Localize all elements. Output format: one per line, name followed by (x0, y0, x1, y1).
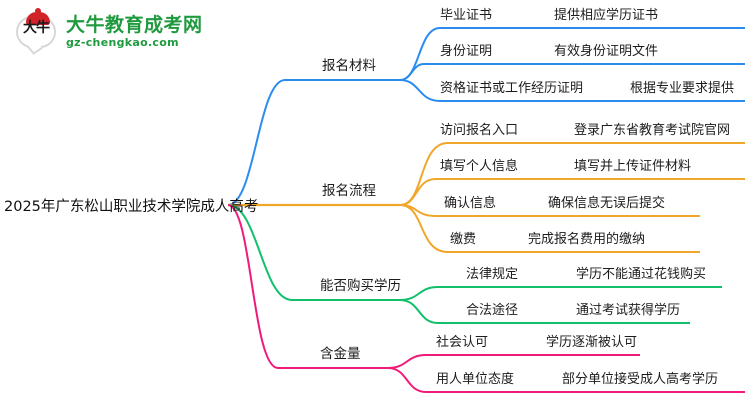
logo-subtitle: gz-chengkao.com (66, 36, 179, 49)
branch-label-1[interactable]: 报名流程 (322, 183, 376, 199)
sub-label-0-2[interactable]: 资格证书或工作经历证明 (440, 81, 584, 96)
branch-label-3[interactable]: 含金量 (320, 346, 361, 362)
logo-title: 大牛教育成考网 (66, 14, 203, 36)
leaf-label-0-2[interactable]: 根据专业要求提供 (630, 81, 735, 96)
sub-label-3-1[interactable]: 用人单位态度 (436, 372, 515, 387)
branch-label-0[interactable]: 报名材料 (322, 58, 376, 74)
leaf-label-3-1[interactable]: 部分单位接受成人高考学历 (562, 372, 719, 387)
sub-label-1-0[interactable]: 访问报名入口 (440, 123, 519, 138)
sub-label-0-1[interactable]: 身份证明 (440, 44, 493, 59)
wire-blue-child-2b (399, 63, 745, 81)
sub-label-2-0[interactable]: 法律规定 (466, 267, 519, 282)
leaf-label-0-0[interactable]: 提供相应学历证书 (554, 8, 659, 23)
leaf-label-2-0[interactable]: 学历不能通过花钱购买 (576, 267, 707, 282)
sub-label-1-2[interactable]: 确认信息 (444, 196, 497, 211)
sub-label-1-1[interactable]: 填写个人信息 (440, 159, 519, 174)
leaf-label-1-1[interactable]: 填写并上传证件材料 (574, 159, 692, 174)
leaf-label-0-1[interactable]: 有效身份证明文件 (554, 44, 659, 59)
logo-bull-icon: 大牛 (14, 8, 60, 54)
leaf-label-3-0[interactable]: 学历逐渐被认可 (546, 335, 638, 350)
wire-pink-child-1 (387, 354, 640, 369)
leaf-label-1-3[interactable]: 完成报名费用的缴纳 (528, 232, 646, 247)
branch-label-2[interactable]: 能否购买学历 (320, 278, 401, 294)
leaf-label-2-1[interactable]: 通过考试获得学历 (576, 303, 681, 318)
logo-text-block: 大牛教育成考网 gz-chengkao.com (66, 14, 203, 50)
sub-label-2-1[interactable]: 合法途径 (466, 303, 519, 318)
leaf-label-1-0[interactable]: 登录广东省教育考试院官网 (574, 123, 731, 138)
sub-label-3-0[interactable]: 社会认可 (436, 335, 489, 350)
wire-green-child-1 (399, 286, 722, 301)
leaf-label-1-2[interactable]: 确保信息无误后提交 (548, 196, 666, 211)
sub-label-0-0[interactable]: 毕业证书 (440, 8, 493, 23)
site-logo[interactable]: 大牛 大牛教育成考网 gz-chengkao.com (14, 8, 224, 56)
red-cap-icon (26, 8, 50, 25)
sub-label-1-3[interactable]: 缴费 (450, 232, 477, 247)
logo-glyph-text: 大牛 (23, 20, 50, 36)
root-node-label[interactable]: 2025年广东松山职业技术学院成人高考 (4, 199, 259, 215)
